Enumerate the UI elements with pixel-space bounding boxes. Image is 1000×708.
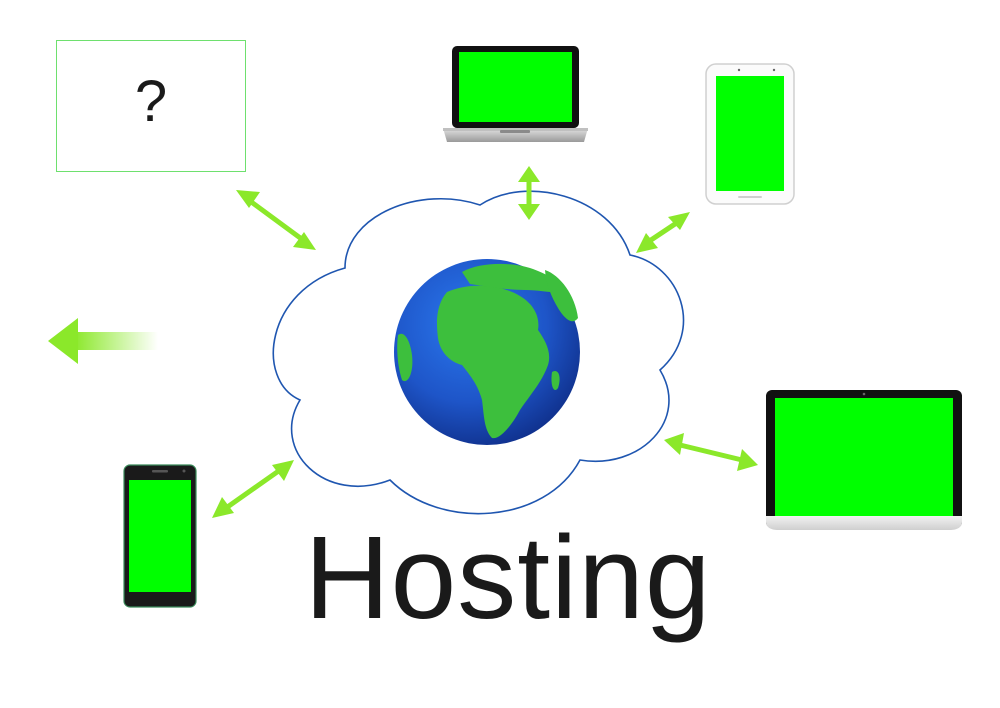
laptop-device <box>443 46 588 142</box>
americas-landmass <box>397 333 413 382</box>
tablet-device <box>705 63 795 205</box>
arrow-tablet <box>636 212 690 253</box>
phone-device <box>123 464 197 608</box>
africa-landmass <box>436 285 550 439</box>
asia-landmass <box>545 270 578 322</box>
unknown-device-box: ? <box>56 40 246 172</box>
arrow-outgoing <box>48 318 158 364</box>
arrow-laptop <box>518 166 540 220</box>
diagram-title: Hosting <box>0 508 1000 650</box>
arrow-unknown <box>236 190 316 250</box>
madagascar-landmass <box>551 370 560 391</box>
question-mark: ? <box>134 69 168 134</box>
europe-landmass <box>462 263 568 293</box>
arrow-phone <box>212 460 294 518</box>
title-text: Hosting <box>304 512 712 644</box>
globe-icon <box>394 259 580 445</box>
monitor-device <box>766 390 962 530</box>
arrow-monitor <box>664 433 758 471</box>
